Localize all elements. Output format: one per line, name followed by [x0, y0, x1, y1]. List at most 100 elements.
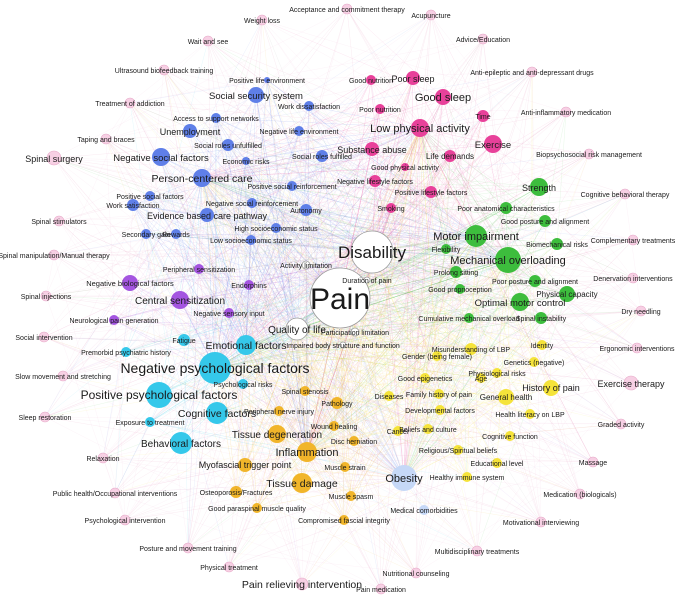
node-label-cognitive-function: Cognitive function	[482, 434, 538, 441]
edge	[62, 155, 323, 377]
edge	[149, 235, 477, 423]
edge	[245, 166, 406, 346]
edge	[291, 185, 509, 261]
node-label-misunderstanding: Misunderstanding of LBP	[432, 347, 511, 354]
edge	[215, 117, 421, 129]
node-positive-social-factors	[145, 191, 155, 201]
edge	[439, 38, 484, 411]
edge	[403, 193, 626, 479]
edge	[129, 102, 567, 113]
edge	[124, 428, 429, 521]
edge	[304, 344, 543, 392]
node-label-rewards: Rewards	[162, 232, 190, 239]
edge	[215, 117, 308, 453]
edge	[207, 40, 477, 237]
edge	[305, 209, 477, 237]
edge	[475, 235, 542, 319]
edge	[201, 79, 372, 179]
edge	[125, 344, 247, 353]
edge	[505, 310, 642, 398]
node-access-support	[211, 113, 221, 123]
edge	[53, 157, 341, 299]
edge	[304, 288, 461, 392]
edge	[132, 204, 208, 216]
edge	[201, 177, 461, 290]
node-educational-level	[492, 458, 502, 468]
edge	[227, 144, 341, 299]
edge	[175, 155, 323, 235]
edge	[245, 155, 451, 346]
edge	[228, 77, 414, 568]
edge	[427, 428, 478, 552]
edge	[419, 127, 468, 478]
edge	[350, 317, 470, 497]
edge	[124, 235, 477, 521]
edge	[251, 148, 373, 204]
edge	[455, 271, 531, 415]
edge	[296, 328, 507, 398]
node-social-intervention	[38, 331, 50, 343]
edge	[53, 254, 247, 346]
edge	[480, 259, 509, 379]
edge	[228, 312, 498, 374]
edge	[228, 328, 298, 568]
edge	[198, 268, 478, 552]
node-label-cognitive-factors: Cognitive factors	[178, 408, 256, 420]
edge	[53, 254, 417, 574]
edge	[333, 127, 421, 427]
edge	[496, 317, 542, 374]
edge	[261, 19, 308, 453]
edge	[214, 293, 568, 369]
edge	[214, 130, 300, 369]
node-massage	[587, 456, 599, 468]
edge	[244, 464, 405, 479]
node-poor-sleep	[406, 71, 420, 85]
edge	[228, 461, 594, 568]
edge	[371, 143, 494, 150]
edge	[397, 355, 438, 432]
node-flexibility	[441, 244, 451, 254]
edge	[105, 138, 237, 493]
edge	[459, 288, 468, 478]
edge	[214, 367, 429, 430]
edge	[44, 8, 348, 418]
edge	[145, 233, 246, 466]
edge	[163, 69, 421, 129]
node-label-economic-risks: Economic risks	[222, 159, 270, 166]
edge	[379, 108, 459, 451]
edge	[114, 105, 310, 494]
edge	[296, 328, 335, 427]
node-label-diseases: Diseases	[375, 394, 404, 401]
edge	[371, 220, 546, 253]
edge	[214, 153, 590, 369]
edge	[175, 233, 216, 369]
edge	[235, 491, 417, 574]
edge	[276, 433, 594, 463]
edge	[44, 297, 341, 418]
edge	[475, 235, 478, 552]
edge	[114, 351, 127, 494]
edge	[412, 77, 509, 261]
edge	[251, 202, 509, 261]
node-social-security	[248, 87, 264, 103]
edge	[442, 96, 642, 312]
node-label-negative-psych: Negative psychological factors	[120, 360, 309, 376]
edge	[145, 19, 263, 235]
edge	[132, 8, 348, 206]
edge	[251, 202, 298, 330]
edge	[298, 130, 511, 437]
edge	[403, 191, 432, 479]
node-label-wound-healing: Wound healing	[311, 424, 358, 431]
node-negative-social-factors	[152, 148, 170, 166]
edge	[305, 209, 634, 241]
edge	[306, 377, 426, 453]
node-spinal-surgery	[46, 150, 62, 166]
edge	[43, 336, 355, 442]
edge	[245, 344, 542, 523]
edge	[45, 14, 432, 297]
edge	[214, 367, 303, 484]
edge	[102, 457, 116, 494]
edge	[160, 156, 477, 237]
node-label-emotional-factors: Emotional factors	[205, 340, 286, 352]
edge	[44, 117, 217, 418]
